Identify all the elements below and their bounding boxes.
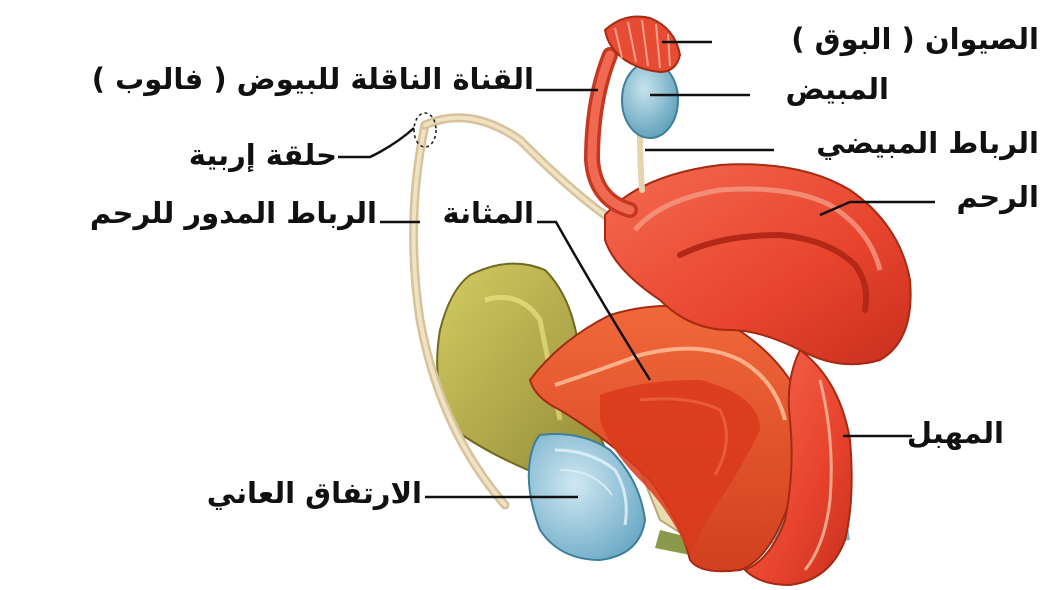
label-inguinal-ring: حلقة إربية bbox=[189, 138, 337, 172]
leader-inguinal bbox=[338, 128, 414, 157]
label-fimbriae: الصيوان ( البوق ) bbox=[791, 22, 1039, 56]
fimbriae bbox=[605, 17, 680, 73]
label-vagina: المهبل bbox=[907, 416, 1004, 450]
label-ovarian-ligament: الرباط المبيضي bbox=[816, 126, 1039, 160]
ovarian-ligament bbox=[640, 135, 642, 190]
label-fallopian-tube: القناة الناقلة للبيوض ( فالوب ) bbox=[92, 62, 534, 96]
ovary bbox=[622, 62, 678, 138]
label-bladder: المثانة bbox=[443, 196, 534, 230]
label-ovary: المبيض bbox=[785, 72, 889, 106]
label-uterus: الرحم bbox=[956, 180, 1039, 214]
label-pubic-symphysis: الارتفاق العاني bbox=[207, 476, 422, 510]
fallopian-tube bbox=[592, 55, 630, 210]
label-round-ligament: الرباط المدور للرحم bbox=[90, 196, 377, 230]
